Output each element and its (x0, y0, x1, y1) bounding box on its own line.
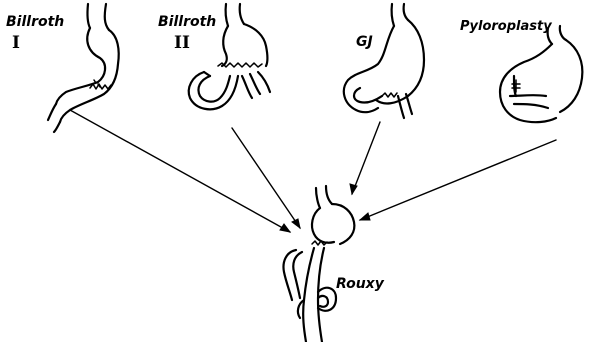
roux-label: Rouxy (336, 276, 385, 292)
arrowhead-pyloroplasty (360, 213, 370, 220)
arrowhead-gj (350, 184, 357, 194)
billroth-2-numeral: II (174, 33, 190, 53)
pyloroplasty-group: Pyloroplasty (460, 19, 582, 122)
arrow-billroth-1-to-roux (70, 110, 290, 232)
arrows (70, 110, 556, 232)
arrow-pyloroplasty-to-roux (360, 140, 556, 220)
pyloroplasty-label: Pyloroplasty (460, 19, 552, 34)
roux-group: Rouxy (284, 186, 385, 342)
billroth-2-label: Billroth (158, 14, 216, 30)
arrow-billroth-2-to-roux (232, 128, 300, 228)
billroth-1-numeral: I (12, 33, 20, 53)
arrowhead-billroth-1 (280, 224, 290, 232)
billroth-1-group: Billroth I (6, 4, 119, 132)
billroth-1-label: Billroth (6, 14, 64, 30)
arrow-gj-to-roux (352, 122, 380, 194)
pyloroplasty-stomach-drawing (500, 26, 582, 122)
roux-stomach-drawing (284, 186, 355, 342)
gj-stomach-drawing (344, 4, 424, 118)
gj-group: GJ (344, 4, 424, 118)
gj-label: GJ (356, 34, 373, 50)
billroth-2-group: Billroth II (158, 4, 270, 109)
arrowhead-billroth-2 (292, 219, 300, 228)
